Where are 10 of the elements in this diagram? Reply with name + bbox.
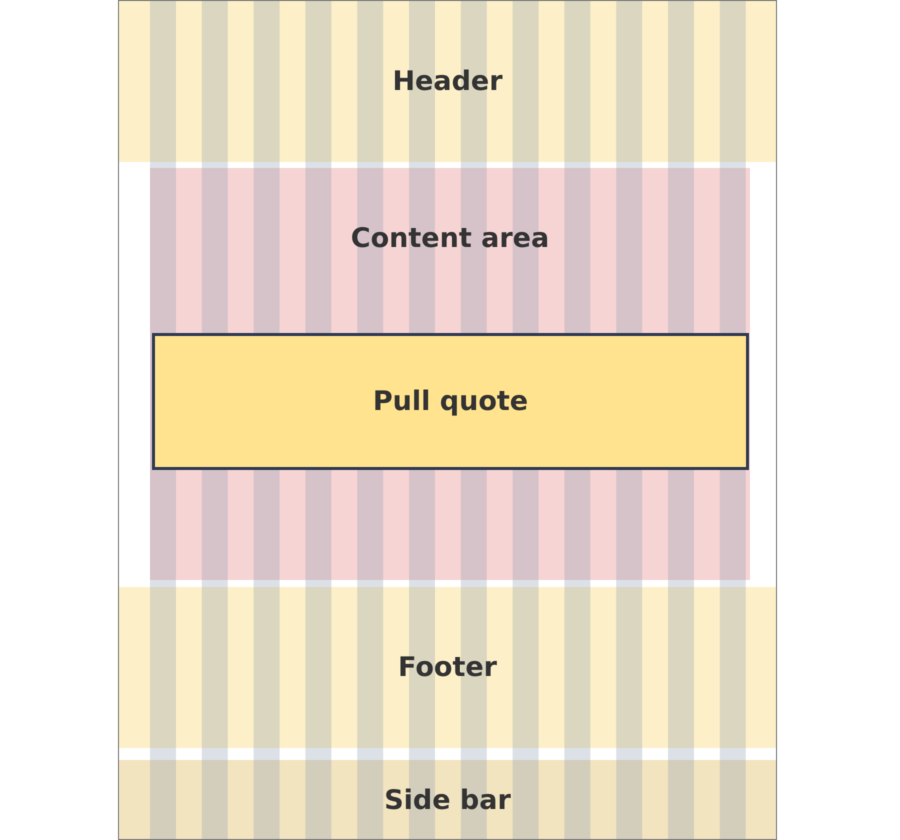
band-label: Footer (398, 652, 497, 683)
band-label: Header (392, 66, 503, 96)
side-bar-band (118, 760, 777, 840)
pull-quote-box (152, 333, 749, 470)
header-band (118, 0, 777, 162)
band-label: Content area (350, 222, 550, 254)
band-label: Side bar (384, 784, 511, 816)
band-label: Pull quote (372, 386, 528, 417)
footer-band (118, 587, 777, 748)
content-area-band (150, 168, 750, 580)
